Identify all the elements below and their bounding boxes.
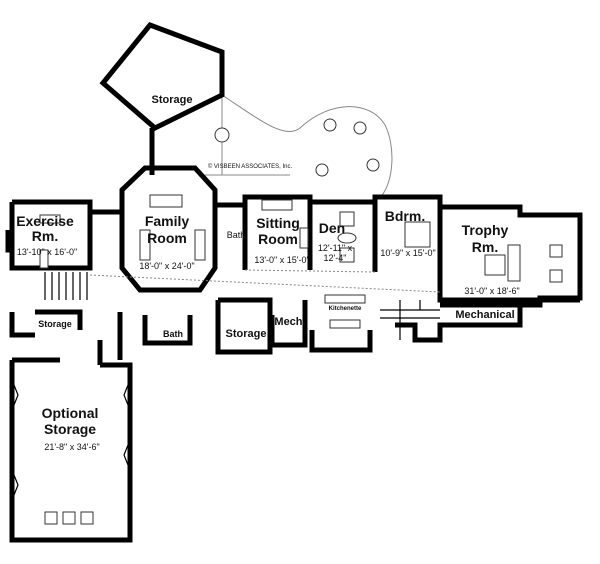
exterior-walls: [5, 165, 583, 543]
room-bath2: Bath: [163, 329, 183, 339]
room-optional-storage-name: Optional: [42, 405, 99, 421]
room-trophy-name: Trophy: [462, 222, 509, 238]
room-sitting-dims: 13'-0" x 15'-0": [254, 255, 309, 265]
room-bdrm-name: Bdrm.: [385, 208, 425, 224]
room-mech: Mech.: [274, 316, 305, 328]
copyright-text: © VISBEEN ASSOCIATES, Inc.: [208, 163, 293, 170]
room-family-name: Family: [145, 213, 190, 229]
furniture: [39, 194, 563, 525]
room-bdrm-dims: 10'-9" x 15'-0": [380, 248, 435, 258]
room-mechanical: Mechanical: [455, 309, 514, 321]
storage-top-walls: [99, 22, 225, 131]
stairs: [44, 272, 440, 340]
room-sitting-name: Sitting: [256, 215, 300, 231]
room-storage-left: Storage: [38, 319, 72, 329]
room-trophy-dims: 31'-0" x 18'-6": [464, 286, 519, 296]
room-exercise-name: Exercise: [16, 213, 74, 229]
room-exercise-dims: 13'-10" x 16'-0": [17, 247, 77, 257]
room-storage-top: Storage: [152, 94, 193, 106]
room-optional-storage-name2: Storage: [44, 421, 96, 437]
dashed-interior-lines: [89, 269, 441, 293]
room-sitting-name2: Room: [258, 231, 298, 247]
room-family-dims: 18'-0" x 24'-0": [139, 261, 194, 271]
optional-storage-wall-bumps: [11, 379, 131, 501]
room-den-name: Den: [319, 220, 345, 236]
room-trophy-name2: Rm.: [472, 239, 498, 255]
room-den-dims2: 12'-4": [324, 253, 347, 263]
room-kitchenette: Kitchenette: [329, 306, 362, 312]
room-exercise-name2: Rm.: [32, 228, 58, 244]
terrace-outline: [205, 94, 393, 199]
room-optional-storage-dims: 21'-8" x 34'-6": [44, 442, 99, 452]
patio-furniture: [214, 118, 380, 177]
room-storage-mid: Storage: [226, 328, 267, 340]
room-den-dims1: 12'-11" x: [318, 243, 353, 253]
room-bath1: Bath: [227, 230, 246, 240]
room-family-name2: Room: [147, 230, 187, 246]
